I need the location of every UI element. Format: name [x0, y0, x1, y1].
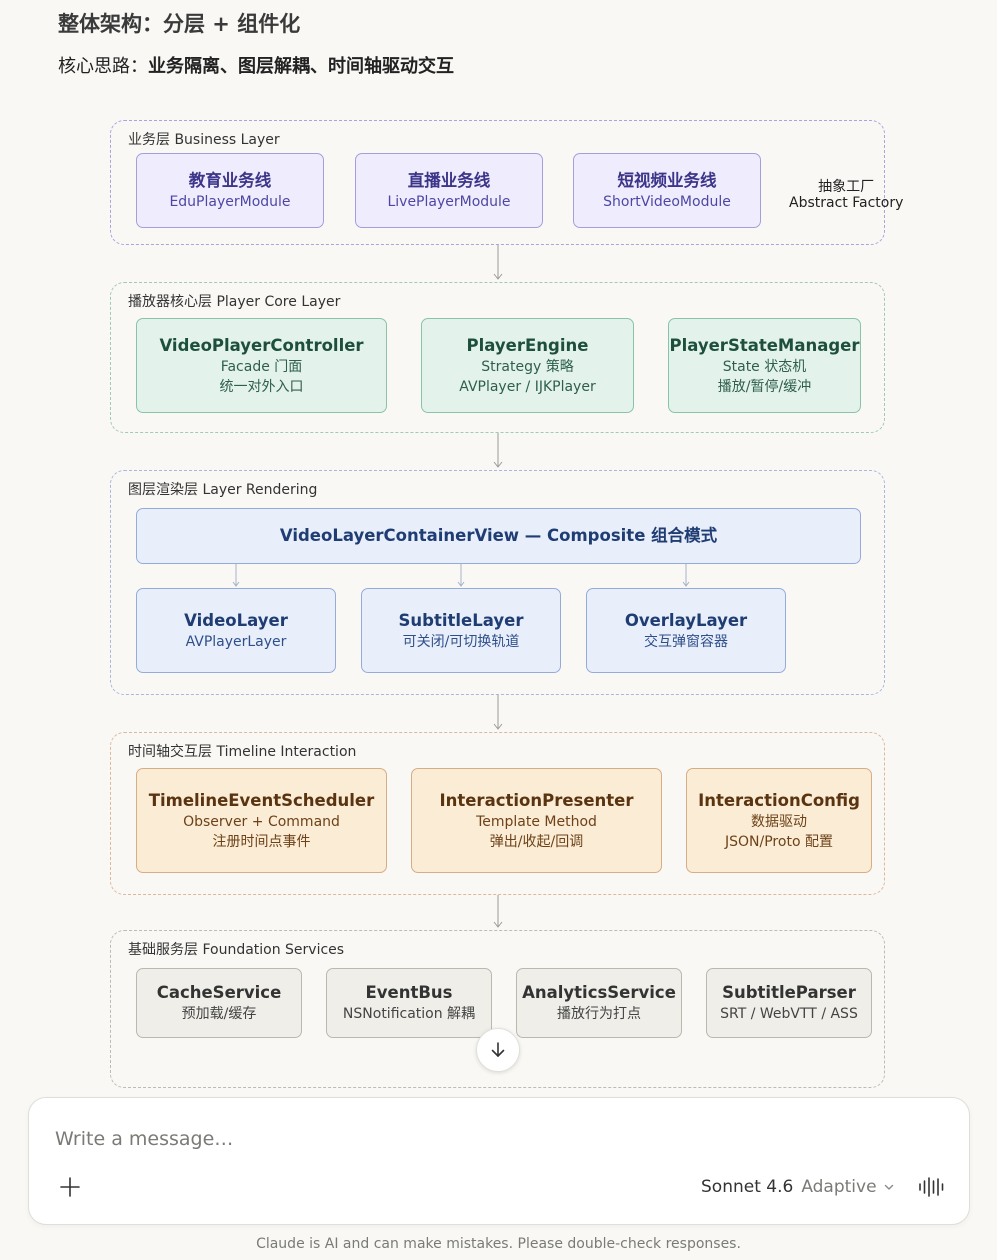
card-sub: Strategy 策略	[481, 358, 574, 375]
card-sub: 交互弹窗容器	[644, 633, 728, 650]
card-title: AnalyticsService	[522, 983, 676, 1002]
card-sub: State 状态机	[722, 358, 807, 375]
arrow-down-icon	[232, 564, 240, 587]
card-title: EventBus	[365, 983, 453, 1002]
card-sub: 播放/暂停/缓冲	[717, 378, 812, 395]
card-title: 教育业务线	[188, 170, 272, 190]
foundation-services-layer: 基础服务层 Foundation Services CacheService 预…	[110, 930, 885, 1088]
card-title: VideoLayer	[184, 610, 288, 630]
arrow-down-icon	[493, 245, 503, 280]
card-title: PlayerEngine	[466, 335, 589, 355]
core-layer-title: 播放器核心层 Player Core Layer	[128, 294, 341, 310]
player-core-layer: 播放器核心层 Player Core Layer VideoPlayerCont…	[110, 282, 885, 433]
card-title: InteractionPresenter	[439, 790, 634, 810]
arrow-down-icon	[493, 433, 503, 468]
short-video-module-card: 短视频业务线 ShortVideoModule	[573, 153, 761, 228]
card-title: 直播业务线	[407, 170, 491, 190]
chevron-down-icon	[884, 1184, 893, 1190]
business-layer-title: 业务层 Business Layer	[128, 132, 280, 148]
subheading-label: 核心思路：	[58, 56, 148, 77]
overlay-layer-card: OverlayLayer 交互弹窗容器	[586, 588, 786, 673]
scroll-to-bottom-button[interactable]	[476, 1028, 520, 1072]
arrow-down-icon	[493, 895, 503, 928]
card-sub: AVPlayerLayer	[185, 633, 287, 650]
card-sub: EduPlayerModule	[169, 193, 291, 210]
card-sub: JSON/Proto 配置	[725, 833, 833, 850]
model-mode: Adaptive	[801, 1177, 877, 1197]
card-sub: 弹出/收起/回调	[489, 833, 584, 850]
video-player-controller-card: VideoPlayerController Facade 门面 统一对外入口	[136, 318, 387, 413]
arrow-down-icon	[682, 564, 690, 587]
interaction-config-card: InteractionConfig 数据驱动 JSON/Proto 配置	[686, 768, 872, 873]
card-sub: Facade 门面	[220, 358, 303, 375]
disclaimer-text: Claude is AI and can make mistakes. Plea…	[256, 1236, 741, 1252]
video-layer-card: VideoLayer AVPlayerLayer	[136, 588, 336, 673]
message-input[interactable]	[55, 1124, 905, 1154]
card-title: CacheService	[156, 983, 282, 1002]
card-sub: Template Method	[476, 813, 597, 830]
card-sub: 注册时间点事件	[212, 833, 311, 850]
subtitle-layer-card: SubtitleLayer 可关闭/可切换轨道	[361, 588, 561, 673]
arrow-down-icon	[491, 1042, 505, 1057]
business-layer: 业务层 Business Layer 教育业务线 EduPlayerModule…	[110, 120, 903, 245]
page-heading: 整体架构：分层 + 组件化	[58, 12, 301, 36]
card-title: PlayerStateManager	[669, 335, 860, 355]
card-sub: 统一对外入口	[219, 378, 304, 395]
analytics-service-card: AnalyticsService 播放行为打点	[516, 968, 682, 1038]
card-title: TimelineEventScheduler	[148, 790, 375, 810]
card-title: SubtitleParser	[722, 983, 856, 1002]
factory-line1: 抽象工厂	[818, 179, 875, 195]
edu-module-card: 教育业务线 EduPlayerModule	[136, 153, 324, 228]
timeline-interaction-layer: 时间轴交互层 Timeline Interaction TimelineEven…	[110, 732, 885, 895]
subheading-text: 业务隔离、图层解耦、时间轴驱动交互	[148, 56, 454, 77]
card-sub: SRT / WebVTT / ASS	[720, 1006, 858, 1022]
message-composer: Sonnet 4.6 Adaptive	[28, 1097, 970, 1225]
model-selector[interactable]: Sonnet 4.6 Adaptive	[701, 1174, 895, 1200]
card-title: VideoPlayerController	[159, 335, 364, 355]
card-title: InteractionConfig	[698, 790, 860, 810]
model-name: Sonnet 4.6	[701, 1177, 794, 1197]
player-engine-card: PlayerEngine Strategy 策略 AVPlayer / IJKP…	[421, 318, 634, 413]
render-layer-title: 图层渲染层 Layer Rendering	[128, 482, 318, 498]
voice-waveform-icon[interactable]	[917, 1175, 945, 1199]
event-bus-card: EventBus NSNotification 解耦	[326, 968, 492, 1038]
arrow-down-icon	[457, 564, 465, 587]
factory-line2: Abstract Factory	[789, 195, 904, 211]
card-title: 短视频业务线	[617, 170, 717, 190]
card-title: OverlayLayer	[624, 610, 748, 630]
timeline-layer-title: 时间轴交互层 Timeline Interaction	[128, 744, 357, 760]
card-sub: AVPlayer / IJKPlayer	[459, 378, 596, 395]
card-sub: 数据驱动	[751, 813, 807, 830]
card-title: SubtitleLayer	[398, 610, 524, 630]
card-sub: 播放行为打点	[557, 1006, 641, 1022]
card-sub: 可关闭/可切换轨道	[402, 633, 520, 650]
foundation-layer-title: 基础服务层 Foundation Services	[128, 942, 345, 958]
abstract-factory-note: 抽象工厂 Abstract Factory	[789, 179, 903, 211]
page-subheading: 核心思路：业务隔离、图层解耦、时间轴驱动交互	[58, 52, 454, 78]
video-layer-container-card: VideoLayerContainerView — Composite 组合模式	[136, 508, 861, 564]
timeline-event-scheduler-card: TimelineEventScheduler Observer + Comman…	[136, 768, 387, 873]
interaction-presenter-card: InteractionPresenter Template Method 弹出/…	[411, 768, 662, 873]
cache-service-card: CacheService 预加载/缓存	[136, 968, 302, 1038]
plus-icon[interactable]	[57, 1174, 83, 1200]
card-sub: 预加载/缓存	[181, 1006, 257, 1022]
live-module-card: 直播业务线 LivePlayerModule	[355, 153, 543, 228]
card-title: VideoLayerContainerView — Composite 组合模式	[279, 526, 718, 545]
layer-rendering-layer: 图层渲染层 Layer Rendering VideoLayerContaine…	[110, 470, 885, 695]
card-sub: LivePlayerModule	[387, 193, 511, 210]
subtitle-parser-card: SubtitleParser SRT / WebVTT / ASS	[706, 968, 872, 1038]
arrow-down-icon	[493, 695, 503, 730]
card-sub: Observer + Command	[183, 813, 340, 830]
player-state-manager-card: PlayerStateManager State 状态机 播放/暂停/缓冲	[668, 318, 861, 413]
card-sub: NSNotification 解耦	[342, 1006, 476, 1022]
card-sub: ShortVideoModule	[603, 193, 731, 210]
